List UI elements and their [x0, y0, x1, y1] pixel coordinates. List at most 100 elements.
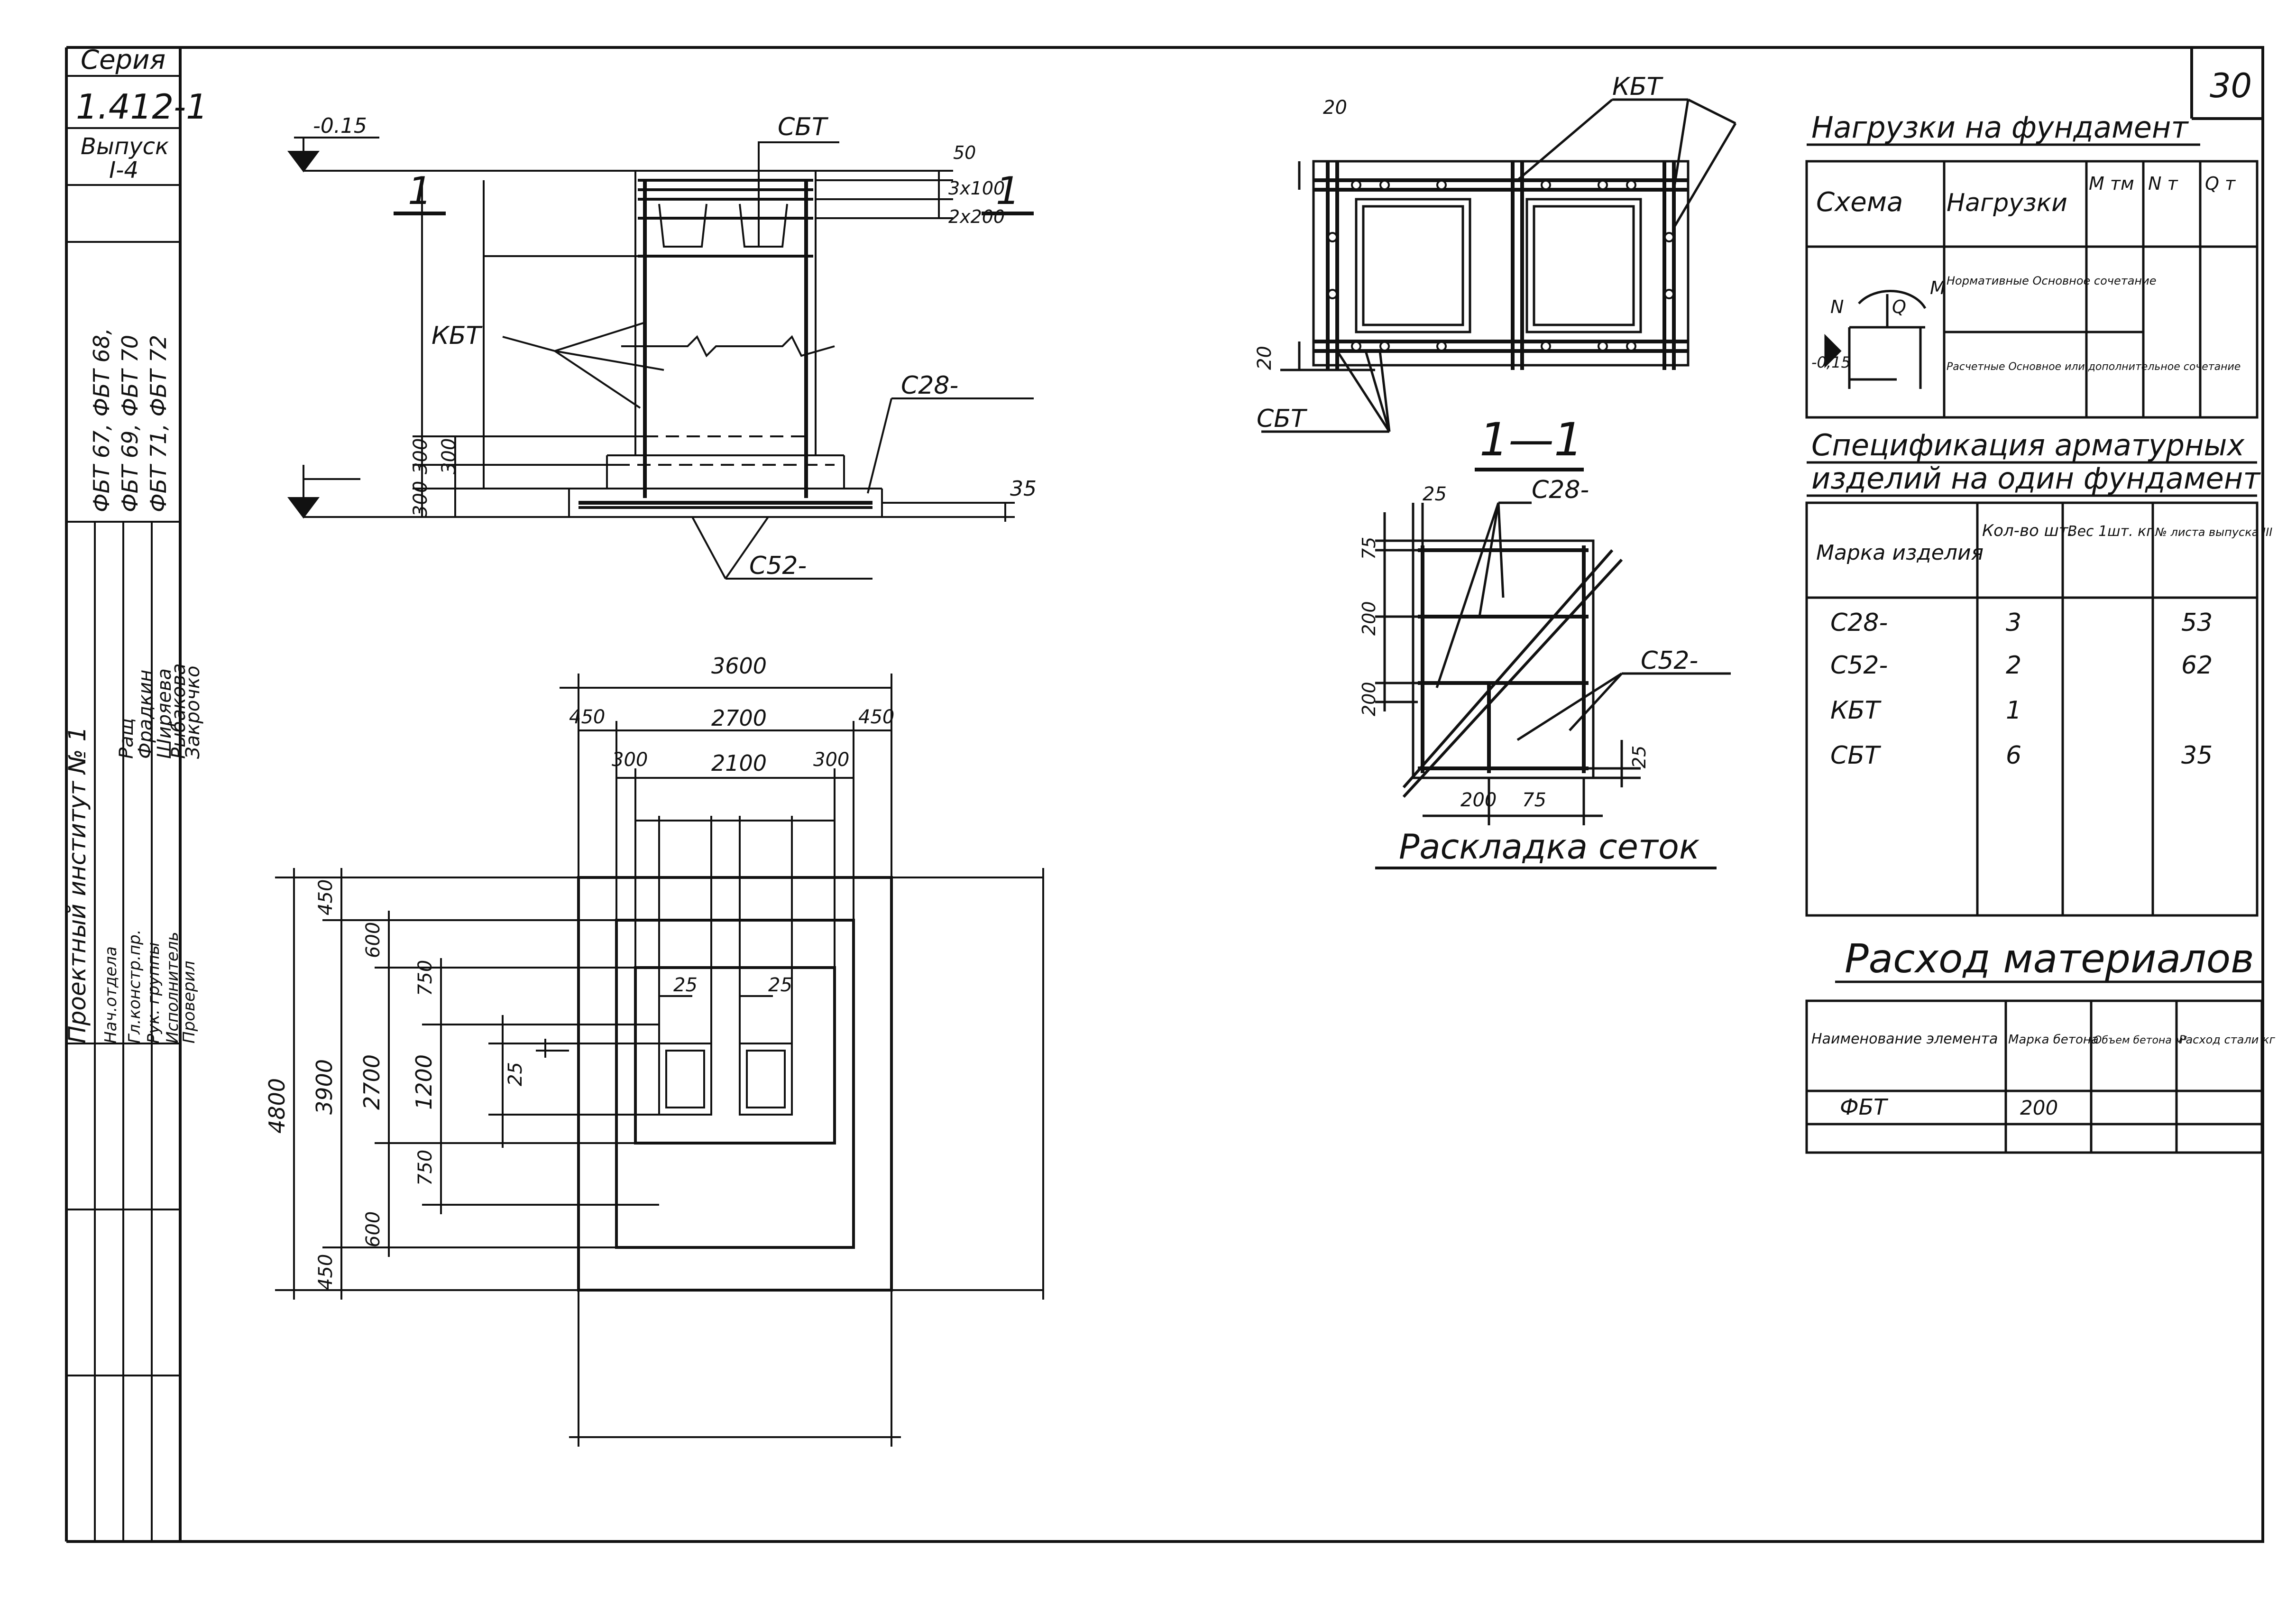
spec-table: Спецификация арматурных изделий на один …	[1805, 428, 2272, 917]
spec-head-sheet: № листа выпуска III	[2154, 526, 2272, 539]
sign-role-5: Проверил	[180, 961, 199, 1043]
series-value: 1.412-1	[76, 87, 208, 127]
cage-sbt-label: СБТ	[1257, 405, 1308, 433]
loads-head-loads: Нагрузки	[1947, 189, 2067, 217]
sign-role-4: Исполнитель	[163, 932, 182, 1043]
plan-dim-25-b: 25	[768, 974, 792, 996]
materials-head-name: Наименование элемента	[1811, 1031, 1998, 1047]
sign-name-2: Фрадкин	[135, 670, 156, 759]
elev-dim-300-c: 300	[410, 481, 432, 517]
plan-dim-450-top: 450	[315, 879, 337, 915]
elev-dim-2x200: 2х200	[948, 206, 1005, 227]
spec-cell-mark: С28-	[1830, 609, 1888, 637]
materials-head-volume: Объем бетона м³	[2094, 1034, 2187, 1046]
section-1-1: 1—1	[1359, 413, 1731, 869]
elev-dim-3x100: 3х100	[948, 178, 1005, 199]
section-dim-75-left: 75	[1359, 537, 1379, 560]
elevation-view: -0.15 СБТ КБТ С28- С52- 1 1 50 3х100 2х2…	[287, 113, 1037, 580]
issue-label: Выпуск	[81, 133, 169, 160]
institute-name: Проектный институт № 1	[64, 727, 91, 1043]
section-dim-200-b: 200	[1359, 682, 1379, 716]
spec-title-2: изделий на один фундамент	[1811, 461, 2261, 496]
spec-row: СБТ 6 35	[1830, 741, 2213, 770]
section-title: 1—1	[1479, 413, 1583, 466]
plan-dim-450-bottom: 450	[315, 1254, 337, 1290]
elev-level-top: -0.15	[313, 114, 367, 138]
title-strip: Серия 1.412-1 Выпуск I-4 ФБТ 67, ФБТ 68,…	[64, 45, 208, 1542]
loads-head-n: N т	[2148, 173, 2179, 194]
elev-section-mark-right: 1	[996, 169, 1020, 213]
elev-kbt-label: КБТ	[432, 322, 483, 350]
spec-cell-mark: СБТ	[1830, 741, 1882, 770]
loads-head-m: M тм	[2089, 173, 2134, 194]
scheme-n: N	[1830, 296, 1844, 317]
materials-head-grade: Марка бетона	[2008, 1033, 2099, 1047]
spec-cell-sheet: 62	[2181, 651, 2213, 680]
plan-dim-450-left: 450	[569, 706, 605, 728]
sheet-frame	[65, 46, 2264, 1543]
materials-table: Расход материалов Наименование элемента …	[1805, 935, 2275, 1154]
scheme-q: Q	[1892, 296, 1906, 317]
plan-dim-25-a: 25	[673, 974, 698, 996]
cage-kbt-label: КБТ	[1612, 73, 1664, 101]
spec-cell-mark: КБТ	[1830, 696, 1882, 725]
spec-cell-qty: 3	[2006, 609, 2021, 637]
loads-head-scheme: Схема	[1816, 187, 1903, 218]
cage-plan: КБТ СБТ 20 20	[1254, 73, 1737, 433]
sheet-number: 30	[2210, 66, 2252, 105]
elev-dim-35: 35	[1010, 477, 1037, 501]
plan-dim-2100: 2100	[711, 750, 767, 776]
spec-cell-sheet: 35	[2181, 741, 2213, 770]
mark-line-3: ФБТ 71, ФБТ 72	[146, 335, 171, 512]
spec-cell-qty: 2	[2006, 651, 2021, 680]
loads-row-normative: Нормативные Основное сочетание	[1947, 274, 2156, 287]
mark-line-2: ФБТ 69, ФБТ 70	[117, 335, 143, 512]
section-dim-25-right: 25	[1629, 746, 1650, 768]
spec-row: С28- 3 53	[1830, 609, 2213, 637]
elev-section-mark-left: 1	[408, 169, 432, 213]
section-dim-200-bottom: 200	[1460, 789, 1497, 811]
sign-role-3: Рук. группы	[144, 942, 163, 1043]
plan-dim-750-bottom: 750	[414, 1150, 436, 1186]
issue-value: I-4	[109, 157, 138, 184]
elev-dim-300-b: 300	[438, 438, 460, 474]
plan-dim-450-right: 450	[858, 706, 894, 728]
section-c28-label: С28-	[1532, 476, 1589, 504]
spec-cell-qty: 6	[2006, 741, 2021, 770]
elev-c28-label: С28-	[901, 371, 958, 400]
spec-row: КБТ 1	[1830, 696, 2021, 725]
plan-dim-300-left: 300	[612, 749, 648, 771]
loads-title: Нагрузки на фундамент	[1811, 110, 2189, 145]
section-dim-200-a: 200	[1359, 601, 1379, 636]
spec-title-1: Спецификация арматурных	[1811, 428, 2245, 462]
spec-head-mark: Марка изделия	[1816, 541, 1984, 565]
elev-c52-label: С52-	[749, 552, 807, 580]
section-c52-label: С52-	[1641, 646, 1698, 675]
materials-cell-grade: 200	[2020, 1096, 2058, 1119]
plan-dim-300-right: 300	[813, 749, 849, 771]
mark-line-1: ФБТ 67, ФБТ 68,	[89, 328, 114, 512]
plan-view: 3600 2700 2100 450 450 300 300 25 25 25 …	[264, 653, 1044, 1447]
spec-head-weight: Вес 1шт. кг	[2067, 523, 2154, 540]
plan-dim-4800: 4800	[264, 1078, 290, 1134]
elev-dim-300-a: 300	[410, 438, 432, 474]
plan-dim-1200: 1200	[411, 1054, 437, 1110]
loads-row-design: Расчетные Основное или дополнительное со…	[1947, 361, 2241, 373]
elev-sbt-label: СБТ	[778, 113, 829, 141]
sign-name-5: Закрочко	[182, 666, 204, 759]
plan-dim-600-top: 600	[362, 922, 384, 958]
loads-table: Нагрузки на фундамент Схема Нагрузки M т…	[1805, 110, 2259, 419]
section-caption: Раскладка сеток	[1399, 827, 1699, 867]
sign-role-1: Нач.отдела	[101, 946, 120, 1043]
loads-head-q: Q т	[2205, 173, 2236, 194]
cage-dim-20-top: 20	[1323, 97, 1347, 119]
spec-row: С52- 2 62	[1830, 651, 2213, 680]
series-label: Серия	[81, 45, 165, 75]
spec-cell-mark: С52-	[1830, 651, 1888, 680]
plan-dim-600-bottom: 600	[362, 1211, 384, 1247]
spec-head-qty: Кол-во шт.	[1982, 521, 2073, 540]
section-dim-25-top: 25	[1423, 483, 1447, 505]
section-dim-75-bottom: 75	[1522, 789, 1546, 811]
sign-header: Ращ	[116, 718, 138, 759]
